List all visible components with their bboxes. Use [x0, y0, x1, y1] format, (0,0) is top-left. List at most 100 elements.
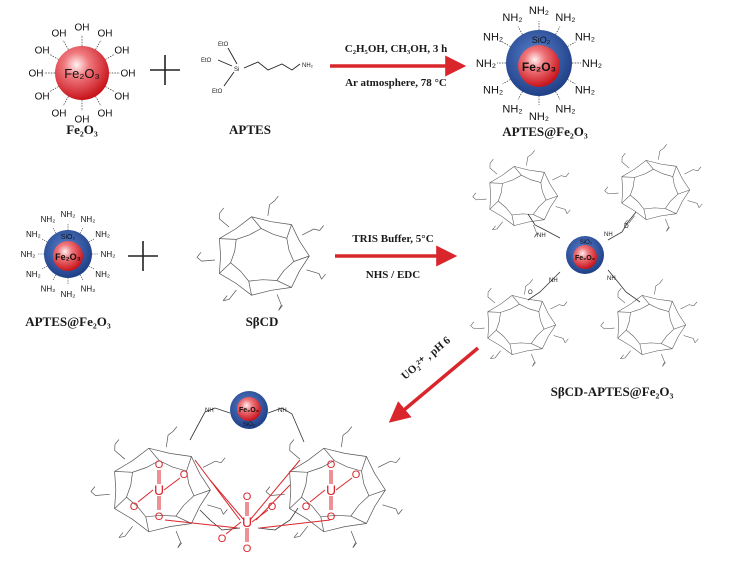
surface-group-label: OH	[52, 29, 67, 40]
sbcd-unit-top-left	[472, 150, 571, 238]
aptes-fe2o3-particle: Fe₂O₃ SiO₂ NH₂NH₂NH₂NH₂NH₂NH₂NH₂NH₂NH₂NH…	[476, 5, 602, 123]
aptes-nh2: NH₂	[302, 63, 314, 69]
fe2o3-core	[237, 397, 261, 421]
reaction-arrow-3	[388, 346, 480, 423]
oxygen-atom: O	[155, 511, 164, 523]
oxygen-atom: O	[302, 501, 311, 513]
complex-nh-2: NH	[278, 408, 287, 414]
surface-group-label: OH	[98, 29, 113, 40]
fe2o3-core-label: Fe₂O₃	[64, 66, 100, 81]
oxygen-atom: O	[218, 533, 227, 545]
surface-group-label: NH₂	[95, 270, 110, 279]
complex-shell-label: SiO₂	[243, 422, 256, 428]
sbcd-label: SβCD	[246, 314, 279, 329]
oxygen-atom: O	[155, 459, 164, 471]
surface-group-label: NH₂	[582, 58, 602, 70]
fe2o3-core	[573, 245, 597, 269]
surface-group-label: NH₂	[81, 215, 96, 224]
arrow2-conditions-top: TRIS Buffer, 5°C	[352, 233, 433, 245]
complex-core-label: Fe₂O₃	[239, 407, 259, 414]
oxygen-atom: O	[130, 501, 139, 513]
aptes-fe2o3-particle-small: Fe₂O₃ SiO₂ NH₂NH₂NH₂NH₂NH₂NH₂NH₂NH₂NH₂NH…	[21, 210, 116, 299]
aptes-eto-2: EtO	[201, 58, 212, 64]
aptes-label: APTES	[229, 122, 271, 137]
amide-nh-4: NH	[607, 276, 616, 282]
surface-group-label: NH₂	[26, 270, 41, 279]
oxygen-atom: O	[327, 459, 336, 471]
sbcd-unit-bottom-right	[600, 279, 699, 367]
surface-group-label: NH₂	[502, 12, 522, 24]
surface-group-label: NH₂	[21, 250, 36, 259]
product-shell-label: SiO₂	[532, 35, 551, 45]
surface-group-label: OH	[35, 46, 50, 57]
sbcd-molecule	[196, 195, 326, 311]
fe2o3-core	[518, 45, 560, 87]
arrow2-conditions-bottom: NHS / EDC	[366, 269, 420, 281]
uranyl-coordination-lines	[164, 459, 331, 529]
amide-nh-1: NH	[537, 233, 546, 239]
surface-group-label: OH	[114, 46, 129, 57]
plus-sign	[150, 55, 180, 85]
sbcd-unit-left	[90, 426, 228, 548]
uranium-atom: U	[326, 482, 336, 498]
surface-group-label: OH	[75, 23, 90, 34]
surface-group-label: NH₂	[41, 284, 56, 293]
surface-group-label: OH	[121, 69, 136, 80]
aptes-eto-1: EtO	[218, 42, 229, 48]
surface-group-label: NH₂	[529, 111, 549, 123]
small-core-label: Fe₂O₃	[55, 252, 81, 262]
surface-group-label: NH₂	[529, 5, 549, 17]
surface-group-label: NH₂	[476, 58, 496, 70]
surface-group-label: NH₂	[483, 84, 503, 96]
aptes-fe2o3-label: APTES@Fe₂O₃	[502, 124, 588, 139]
oxygen-atom: O	[180, 469, 189, 481]
surface-group-label: NH₂	[26, 230, 41, 239]
uranium-atom: U	[242, 514, 252, 530]
fe2o3-label: Fe₂O₃	[66, 122, 98, 137]
row2-aptes-fe2o3-label: APTES@Fe₂O₃	[25, 314, 111, 329]
surface-group-label: NH₂	[502, 104, 522, 116]
surface-group-label: OH	[114, 92, 129, 103]
aptes-molecule: EtO EtO EtO Si NH₂	[201, 42, 314, 95]
complex-linker-bonds	[189, 407, 305, 531]
amide-nh-2: NH	[604, 232, 613, 238]
surface-group-label: NH₂	[61, 290, 76, 299]
sbcd-aptes-fe2o3-label: SβCD-APTES@Fe₂O₃	[551, 384, 674, 399]
surface-group-label: OH	[75, 115, 90, 126]
oxygen-atom: O	[243, 543, 252, 555]
fe2o3-core	[55, 46, 109, 100]
uranium-atom: U	[154, 482, 164, 498]
amide-nh-3: NH	[549, 278, 558, 284]
surface-group-label: NH₂	[41, 215, 56, 224]
oxygen-atom: O	[352, 469, 361, 481]
aptes-eto-3: EtO	[212, 89, 223, 95]
arrow1-conditions-bottom: Ar atmosphere, 78 °C	[345, 77, 447, 89]
surface-group-label: NH₂	[555, 12, 575, 24]
surface-group-label: NH₂	[483, 31, 503, 43]
surface-group-label: NH₂	[81, 284, 96, 293]
linker-bonds	[527, 211, 641, 303]
assembly-shell-label: SiO₂	[580, 240, 593, 246]
surface-group-label: NH₂	[61, 210, 76, 219]
fe2o3-core	[53, 241, 83, 271]
sbcd-unit-bottom-left	[470, 279, 569, 367]
complex-nh-1: NH	[205, 408, 214, 414]
oxygen-atom: O	[268, 501, 277, 513]
surface-group-label: OH	[29, 69, 44, 80]
oxygen-atom: O	[327, 511, 336, 523]
surface-group-label: NH₂	[95, 230, 110, 239]
sbcd-unit-top-right	[604, 144, 703, 232]
carbonyl-o-2: O	[528, 290, 533, 296]
plus-sign	[128, 241, 158, 271]
sbcd-unit-right	[265, 426, 403, 548]
surface-group-label: NH₂	[101, 250, 116, 259]
small-shell-label: SiO₂	[61, 234, 76, 241]
carbonyl-o-1: O	[624, 224, 629, 230]
oxygen-atom: O	[243, 491, 252, 503]
surface-group-label: OH	[52, 108, 67, 119]
